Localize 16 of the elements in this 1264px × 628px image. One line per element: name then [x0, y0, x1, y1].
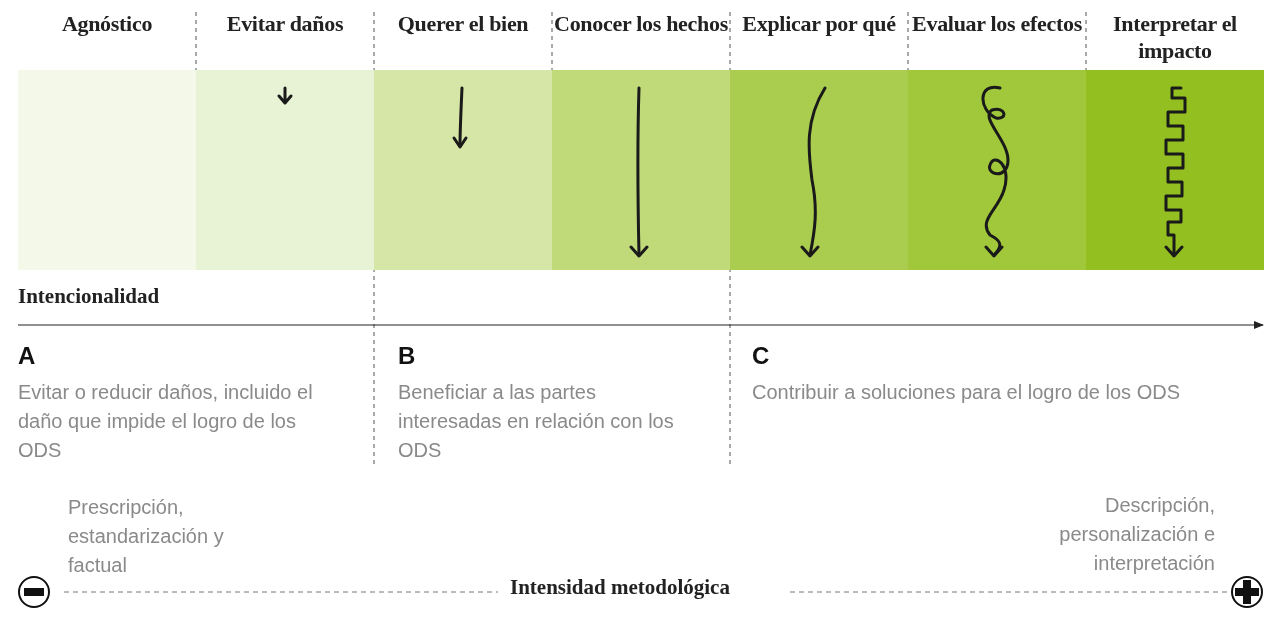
column-heading: Conocer los hechos	[553, 10, 729, 37]
section-description: Beneficiar a las partes interesadas en relación con los ODS	[398, 380, 675, 463]
column-heading: Explicar por qué	[741, 10, 897, 37]
section-letter: C	[752, 342, 771, 370]
section-description: Contribuir a soluciones para el logro de los ODS	[752, 380, 1181, 405]
column-heading: Evitar daños	[225, 10, 345, 37]
column-heading: Agnóstico	[60, 10, 154, 37]
column-heading: Querer el bien	[396, 10, 530, 37]
column-heading: Interpretar el impacto	[1112, 10, 1238, 64]
scale-end-label: Descripción, personalización e interpretación	[1058, 493, 1215, 576]
scale-end-label: Prescripción, estandarización y factual	[68, 495, 225, 578]
section-letter: B	[398, 342, 417, 370]
column-heading: Evaluar los efectos	[911, 10, 1083, 37]
axis-label: Intencionalidad	[18, 284, 161, 309]
section-letter: A	[18, 342, 37, 370]
section-description: Evitar o reducir daños, incluido el daño que impide el logro de los ODS	[18, 380, 314, 463]
